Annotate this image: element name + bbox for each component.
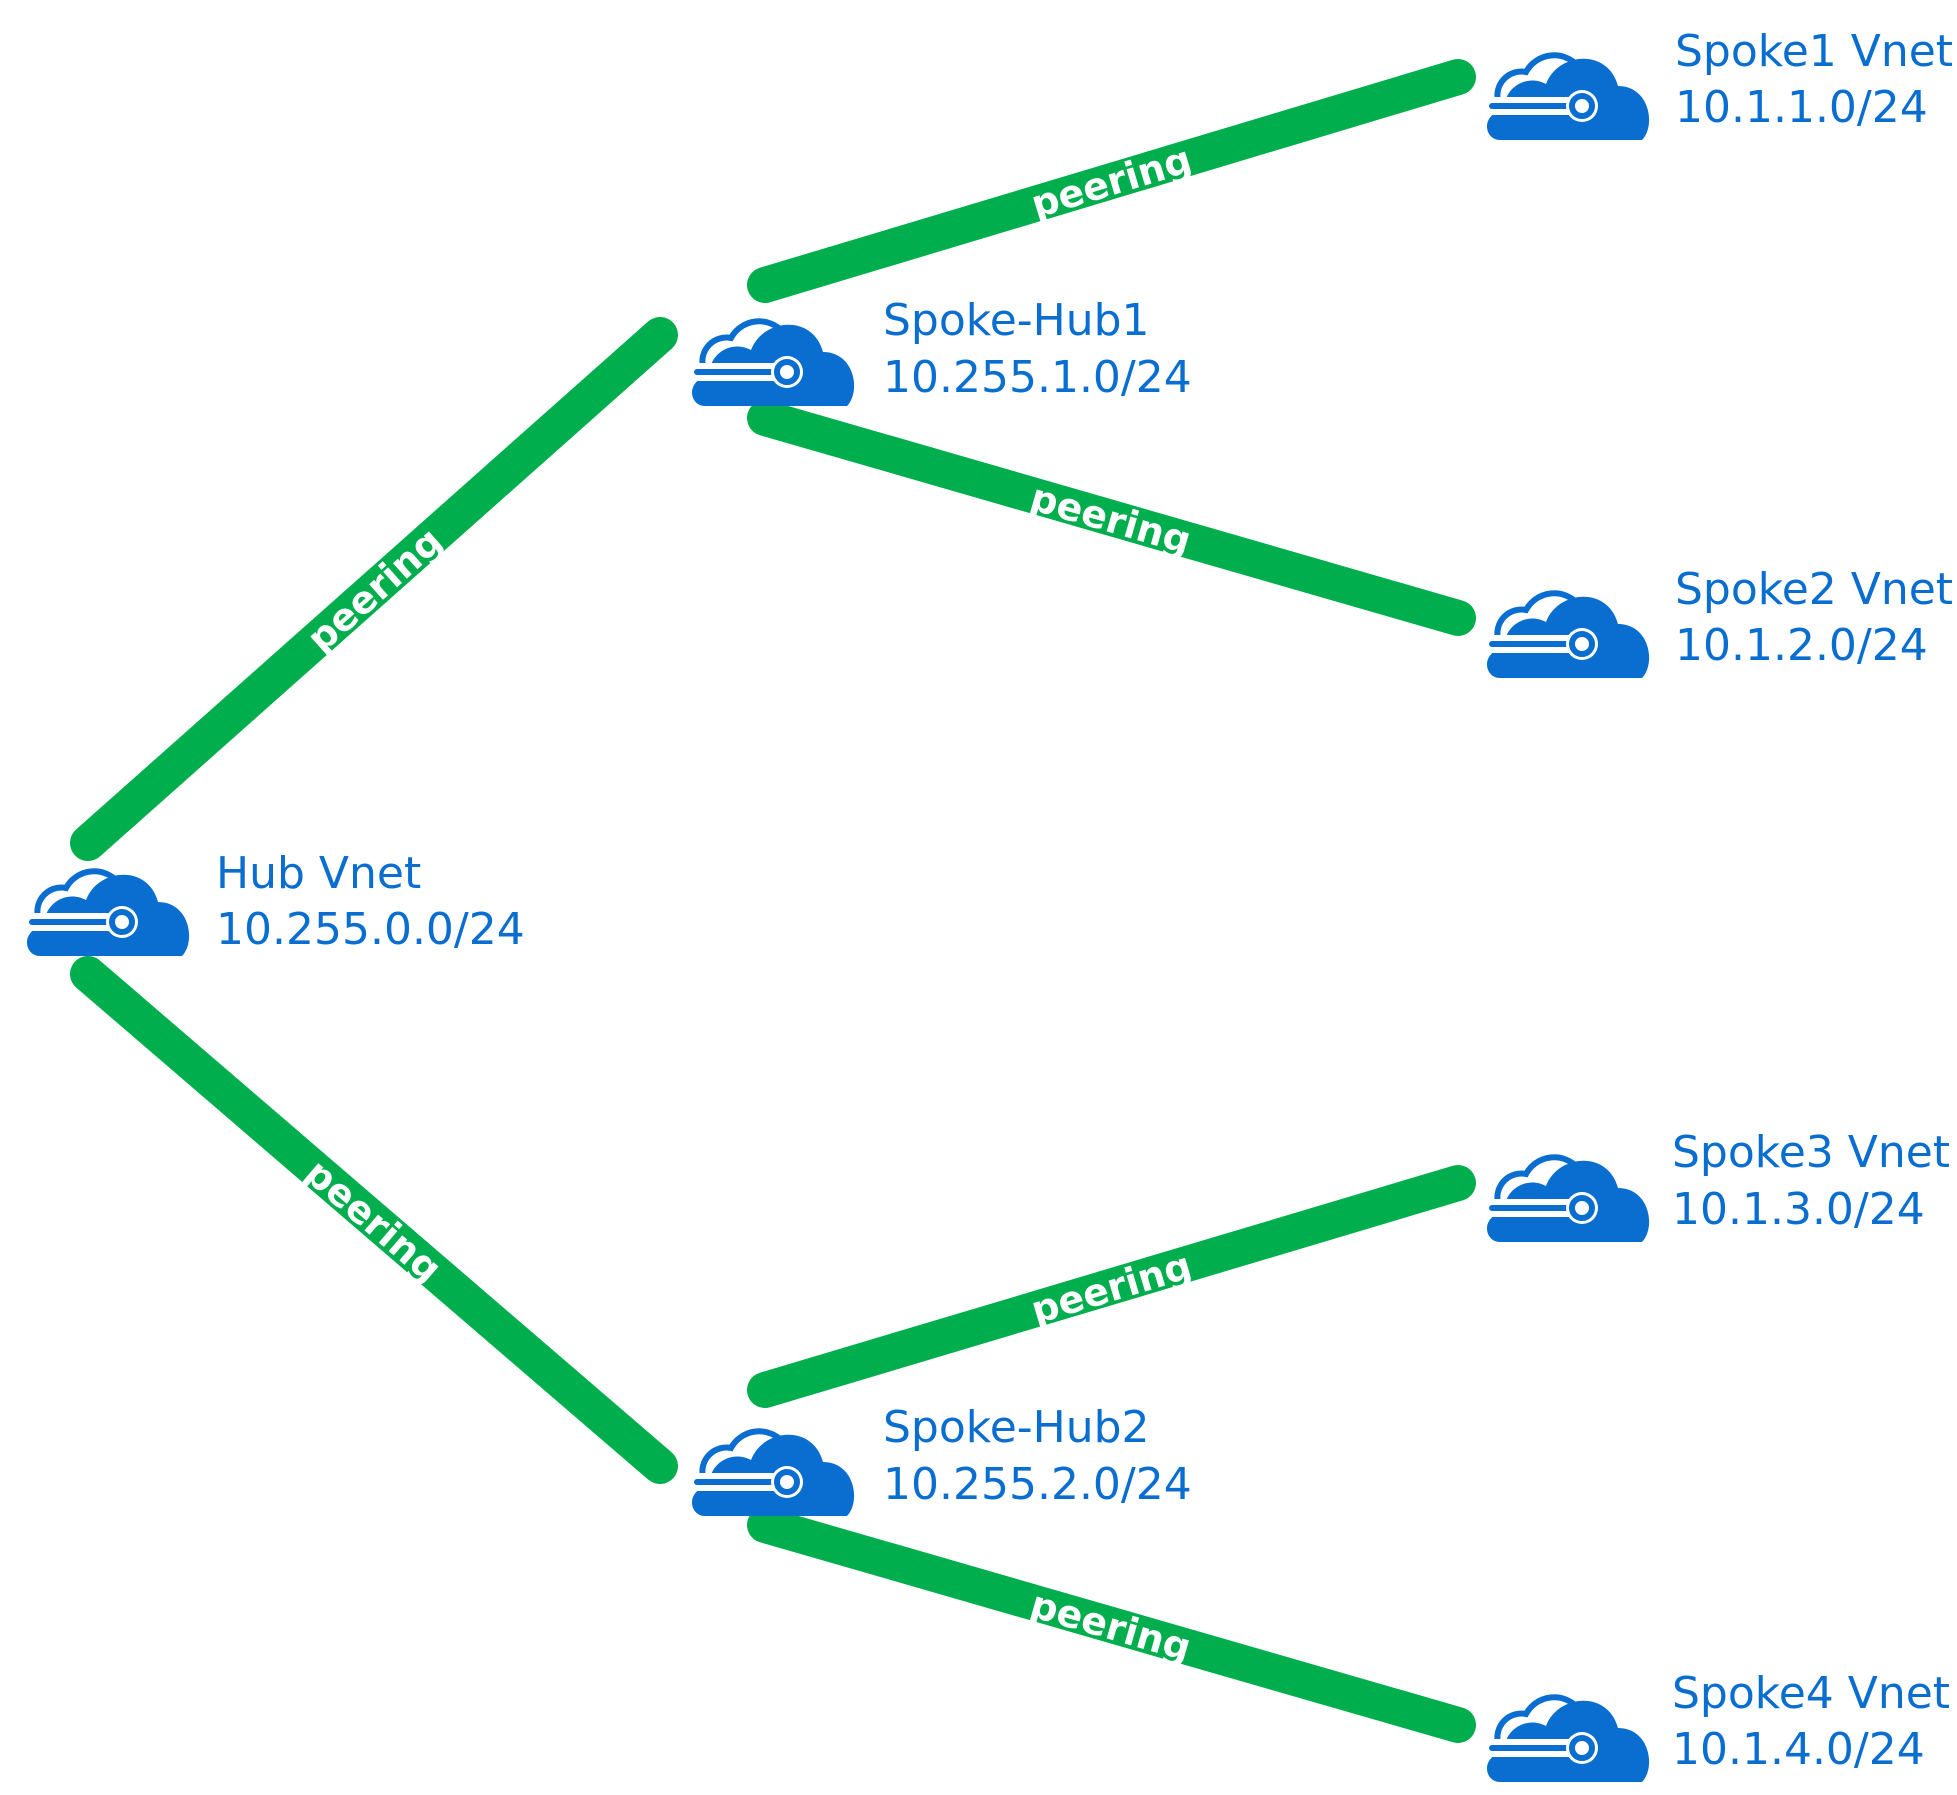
node-cidr: 10.255.2.0/24 bbox=[883, 1459, 1192, 1510]
node-name: Spoke-Hub1 bbox=[883, 295, 1150, 346]
peering-label: peering bbox=[297, 1150, 451, 1291]
node-hub-vnet: Hub Vnet 10.255.0.0/24 bbox=[27, 848, 525, 956]
peering-label: peering bbox=[298, 519, 450, 661]
node-cidr: 10.1.4.0/24 bbox=[1672, 1724, 1925, 1775]
node-spoke3-vnet: Spoke3 Vnet 10.1.3.0/24 bbox=[1487, 1127, 1950, 1242]
virtual-network-cloud-icon bbox=[1487, 1157, 1649, 1242]
node-cidr: 10.1.3.0/24 bbox=[1672, 1184, 1925, 1235]
node-spoke-hub2: Spoke-Hub2 10.255.2.0/24 bbox=[692, 1402, 1192, 1516]
peering-link-hub-spoke-hub2: peering bbox=[70, 956, 678, 1484]
peering-line bbox=[747, 59, 1476, 303]
peering-link-spoke-hub1-spoke2: peering bbox=[747, 400, 1476, 636]
peering-label: peering bbox=[1026, 137, 1196, 226]
node-name: Spoke1 Vnet bbox=[1675, 26, 1953, 77]
virtual-network-cloud-icon bbox=[1487, 1697, 1649, 1782]
node-spoke-hub1: Spoke-Hub1 10.255.1.0/24 bbox=[692, 295, 1192, 406]
peering-line bbox=[747, 1507, 1476, 1743]
node-name: Spoke4 Vnet bbox=[1672, 1668, 1950, 1719]
peering-label: peering bbox=[1026, 1243, 1196, 1332]
vnet-nodes: Hub Vnet 10.255.0.0/24 Spoke-Hub1 10.255… bbox=[27, 26, 1953, 1782]
peering-label: peering bbox=[1025, 1582, 1196, 1670]
peering-link-hub-spoke-hub1: peering bbox=[70, 317, 678, 861]
node-cidr: 10.255.1.0/24 bbox=[883, 352, 1192, 403]
virtual-network-cloud-icon bbox=[27, 871, 189, 956]
peering-link-spoke-hub2-spoke4: peering bbox=[747, 1507, 1476, 1743]
node-spoke2-vnet: Spoke2 Vnet 10.1.2.0/24 bbox=[1487, 564, 1953, 678]
virtual-network-cloud-icon bbox=[692, 321, 854, 406]
node-name: Hub Vnet bbox=[216, 848, 421, 899]
node-cidr: 10.1.1.0/24 bbox=[1675, 82, 1928, 133]
node-name: Spoke2 Vnet bbox=[1675, 564, 1953, 615]
node-name: Spoke3 Vnet bbox=[1672, 1127, 1950, 1178]
peering-line bbox=[747, 400, 1476, 636]
peering-link-spoke-hub2-spoke3: peering bbox=[747, 1165, 1476, 1408]
node-name: Spoke-Hub2 bbox=[883, 1402, 1150, 1453]
virtual-network-cloud-icon bbox=[1487, 55, 1649, 140]
node-spoke1-vnet: Spoke1 Vnet 10.1.1.0/24 bbox=[1487, 26, 1953, 140]
virtual-network-cloud-icon bbox=[1487, 593, 1649, 678]
peering-line bbox=[70, 956, 678, 1484]
node-spoke4-vnet: Spoke4 Vnet 10.1.4.0/24 bbox=[1487, 1668, 1950, 1782]
node-cidr: 10.255.0.0/24 bbox=[216, 904, 525, 955]
virtual-network-cloud-icon bbox=[692, 1431, 854, 1516]
peering-link-spoke-hub1-spoke1: peering bbox=[747, 59, 1476, 303]
peering-line bbox=[747, 1165, 1476, 1408]
node-cidr: 10.1.2.0/24 bbox=[1675, 620, 1928, 671]
peering-label: peering bbox=[1025, 475, 1196, 563]
peering-line bbox=[70, 317, 678, 861]
